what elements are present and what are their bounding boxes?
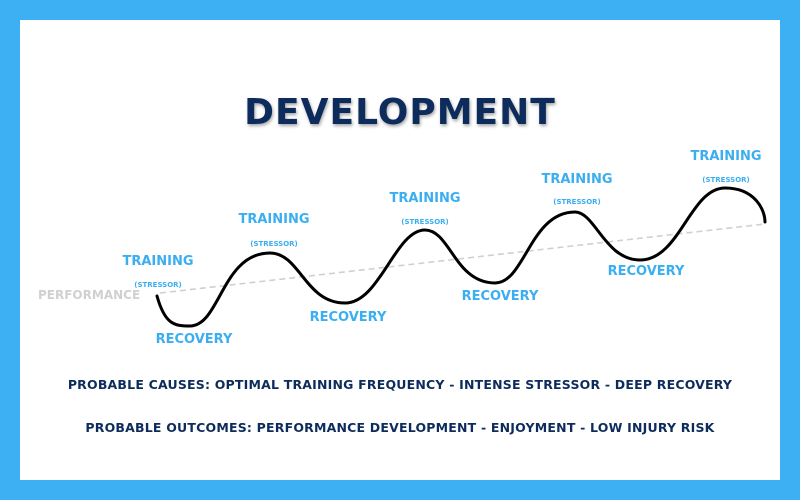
training-label-2: TRAINING: [238, 212, 309, 227]
recovery-label-1: RECOVERY: [156, 332, 233, 347]
performance-wave-curve: [155, 186, 767, 328]
stressor-label-1: (STRESSOR): [134, 281, 182, 289]
probable-causes-text: PROBABLE CAUSES: OPTIMAL TRAINING FREQUE…: [67, 377, 733, 392]
stressor-label-3: (STRESSOR): [401, 218, 449, 226]
training-label-4: TRAINING: [541, 172, 612, 187]
stressor-label-4: (STRESSOR): [553, 198, 601, 206]
training-label-5: TRAINING: [690, 149, 761, 164]
training-label-3: TRAINING: [389, 191, 460, 206]
stressor-label-5: (STRESSOR): [702, 176, 750, 184]
recovery-label-4: RECOVERY: [608, 264, 685, 279]
training-label-1: TRAINING: [122, 254, 193, 269]
content-panel: [20, 20, 780, 480]
recovery-label-3: RECOVERY: [462, 289, 539, 304]
page-title: DEVELOPMENT: [244, 92, 556, 133]
stressor-label-2: (STRESSOR): [250, 240, 298, 248]
probable-outcomes-text: PROBABLE OUTCOMES: PERFORMANCE DEVELOPME…: [85, 420, 715, 435]
performance-baseline: [159, 223, 766, 294]
performance-label: PERFORMANCE: [38, 288, 140, 302]
recovery-label-2: RECOVERY: [310, 310, 387, 325]
